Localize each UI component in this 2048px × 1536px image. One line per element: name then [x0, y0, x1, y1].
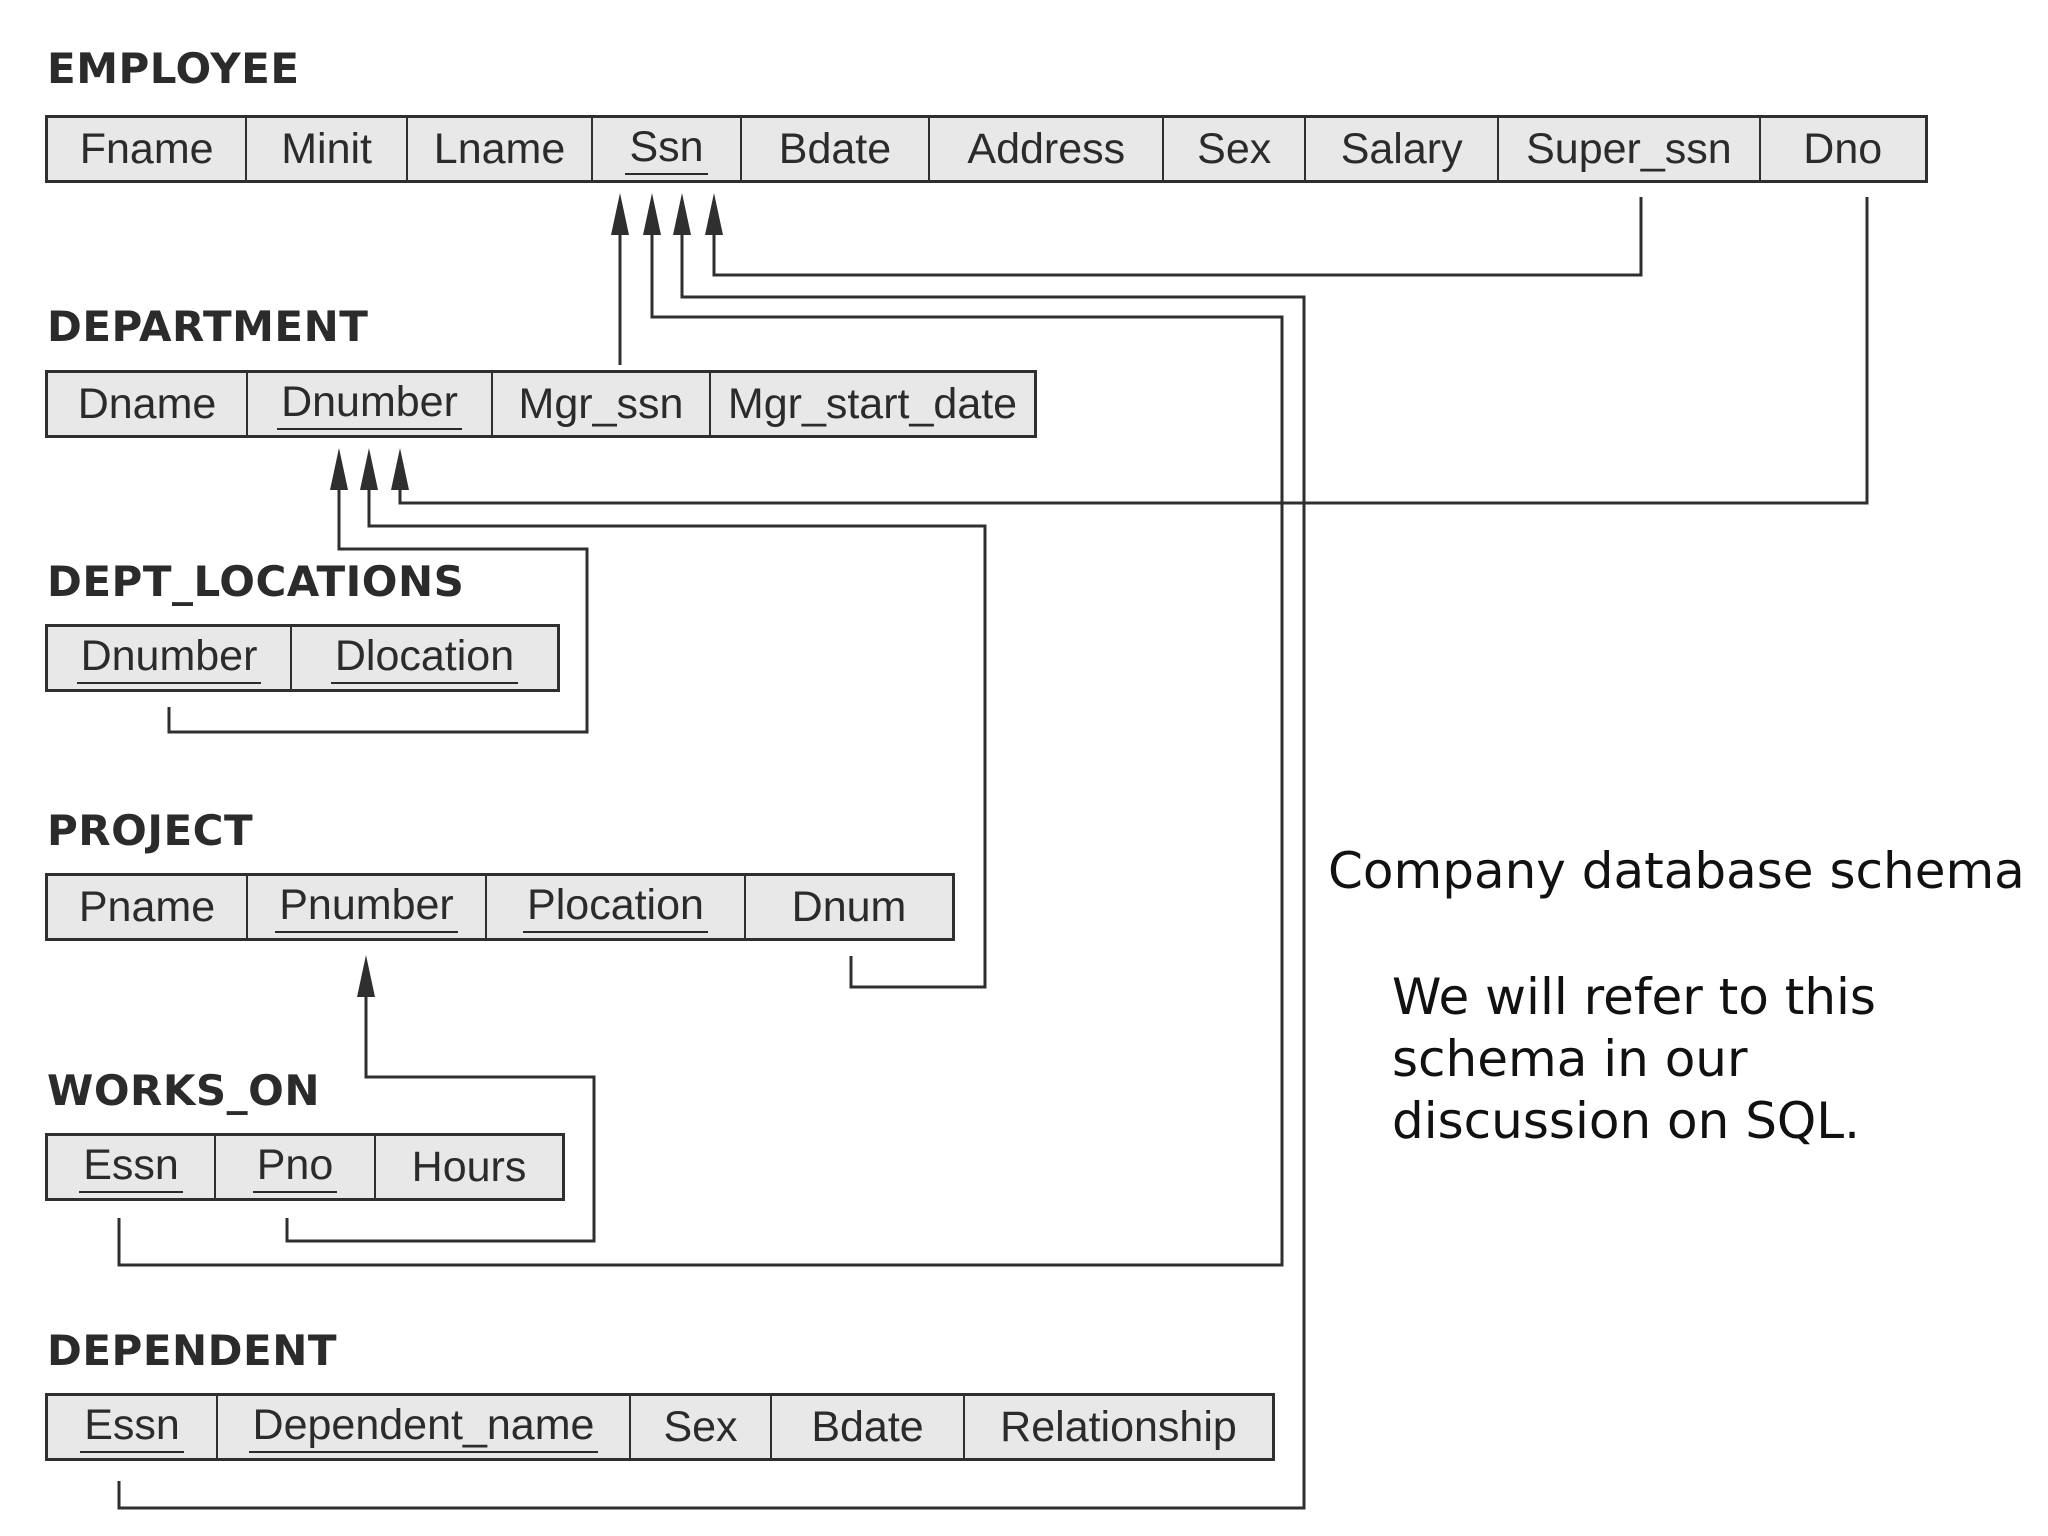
works-on-pno-cell: Pno	[216, 1136, 376, 1198]
department-mgr-ssn-cell: Mgr_ssn	[493, 373, 711, 435]
note-line: schema in our	[1392, 1030, 1748, 1088]
employee-fname-cell: Fname	[48, 118, 248, 180]
works-on-essn-cell: Essn	[48, 1136, 216, 1198]
project-dnum-cell: Dnum	[791, 882, 907, 931]
dependent-relationship-cell: Relationship	[1000, 1402, 1237, 1451]
employee-sex-cell: Sex	[1164, 118, 1306, 180]
fk-dnum-to-dnumber	[367, 468, 987, 989]
department-table: Dname Dnumber Mgr_ssn Mgr_start_date	[45, 370, 1037, 438]
department-table-name: DEPARTMENT	[47, 302, 369, 351]
schema-note: We will refer to this schema in our disc…	[1392, 966, 1876, 1152]
dept-locations-table-name: DEPT_LOCATIONS	[47, 557, 465, 606]
works-on-table-name: WORKS_ON	[47, 1066, 321, 1115]
department-dname-cell: Dname	[48, 373, 248, 435]
diagram-caption: Company database schema	[1328, 842, 2025, 900]
fk-super-ssn-to-ssn	[712, 197, 1643, 277]
employee-dno-cell: Dno	[1803, 124, 1883, 173]
employee-address-cell: Address	[930, 118, 1165, 180]
dependent-essn-cell: Essn	[48, 1396, 218, 1458]
fk-deptloc-dnumber-to-dnumber	[167, 468, 589, 734]
dept-locations-dnumber-cell: Dnumber	[48, 627, 292, 689]
employee-bdate-cell: Bdate	[742, 118, 931, 180]
dependent-sex-cell: Sex	[631, 1396, 772, 1458]
project-table: Pname Pnumber Plocation Dnum	[45, 873, 955, 941]
note-line: We will refer to this	[1392, 968, 1876, 1026]
project-pnumber-cell: Pnumber	[248, 876, 487, 938]
note-line: discussion on SQL.	[1392, 1092, 1861, 1150]
dependent-table-name: DEPENDENT	[47, 1326, 338, 1375]
works-on-hours-cell: Hours	[411, 1142, 527, 1191]
arrowhead	[643, 193, 661, 235]
dependent-bdate-cell: Bdate	[772, 1396, 965, 1458]
employee-salary-cell: Salary	[1306, 118, 1500, 180]
arrowhead	[391, 448, 409, 490]
employee-table-name: EMPLOYEE	[47, 44, 300, 93]
project-table-name: PROJECT	[47, 806, 254, 855]
employee-minit-cell: Minit	[247, 118, 408, 180]
arrowhead	[611, 193, 629, 235]
fk-dependent-essn-to-ssn	[117, 215, 1306, 1510]
dependent-table: Essn Dependent_name Sex Bdate Relationsh…	[45, 1393, 1275, 1461]
department-mgr-start-date-cell: Mgr_start_date	[727, 379, 1018, 428]
employee-ssn-cell: Ssn	[593, 118, 742, 180]
arrowhead	[360, 448, 378, 490]
dept-locations-dlocation-cell: Dlocation	[292, 627, 557, 689]
project-plocation-cell: Plocation	[487, 876, 746, 938]
dependent-dependent-name-cell: Dependent_name	[218, 1396, 631, 1458]
employee-lname-cell: Lname	[408, 118, 594, 180]
fk-works-on-essn-to-ssn	[117, 215, 1284, 1267]
dept-locations-table: Dnumber Dlocation	[45, 624, 560, 692]
project-pname-cell: Pname	[48, 876, 248, 938]
arrowhead	[673, 193, 691, 235]
fk-pno-to-pnumber	[285, 991, 596, 1243]
arrowhead	[330, 448, 348, 490]
works-on-table: Essn Pno Hours	[45, 1133, 565, 1201]
department-dnumber-cell: Dnumber	[248, 373, 493, 435]
employee-table: Fname Minit Lname Ssn Bdate Address Sex …	[45, 115, 1928, 183]
arrowhead	[705, 193, 723, 235]
arrowhead	[357, 955, 375, 997]
employee-super-ssn-cell: Super_ssn	[1499, 118, 1761, 180]
